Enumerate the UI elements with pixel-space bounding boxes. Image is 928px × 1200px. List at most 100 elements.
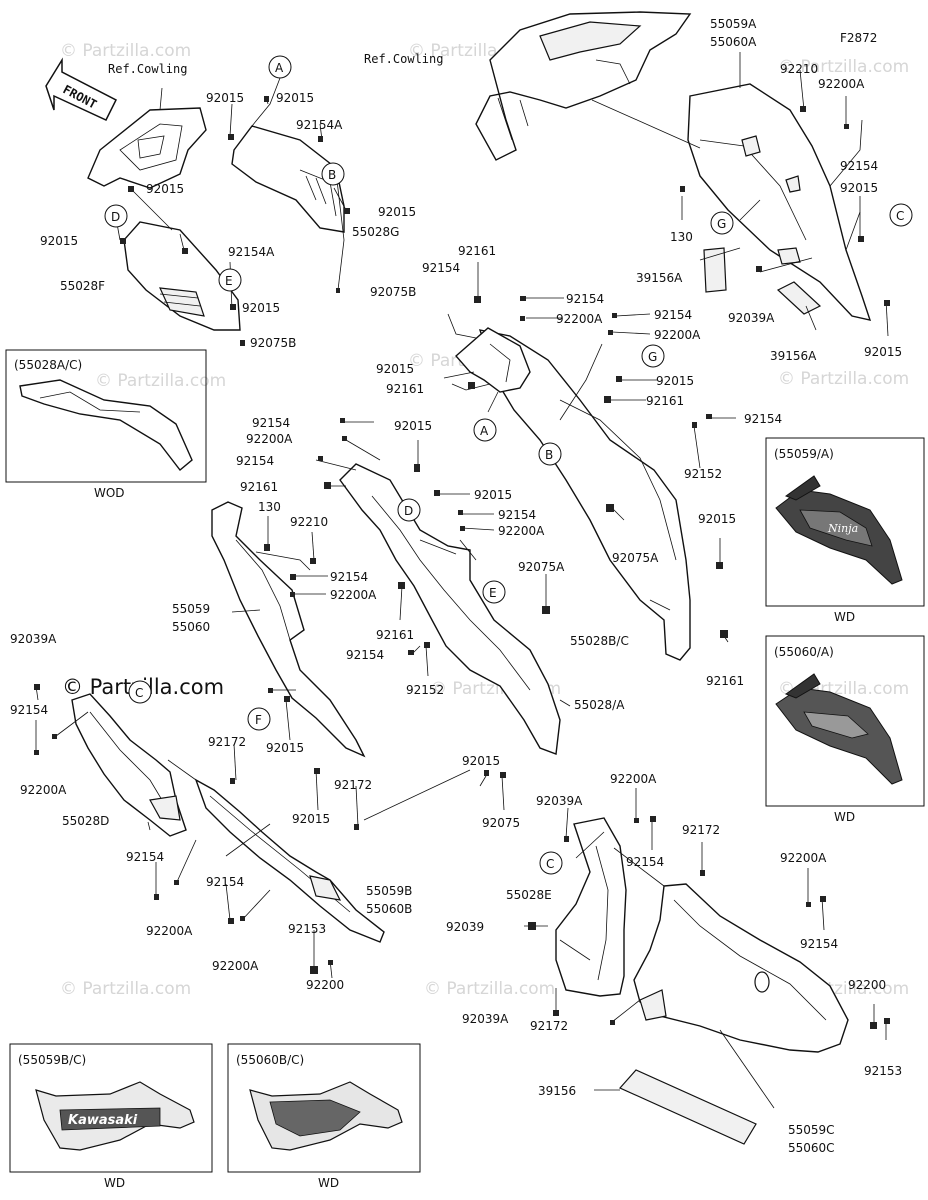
leader xyxy=(159,87,163,111)
watermark: © Partzilla.com xyxy=(60,41,191,61)
part-label: 92154 xyxy=(236,454,274,468)
part-label: 92172 xyxy=(208,735,246,749)
part-label: 92039A xyxy=(728,311,775,325)
part-label: 92154 xyxy=(206,875,244,889)
part-label: 92154 xyxy=(346,648,384,662)
part-label: 92154 xyxy=(330,570,368,584)
part-label: 92152 xyxy=(684,467,722,481)
part-label: 92152 xyxy=(406,683,444,697)
callout-d-mid: D xyxy=(397,498,421,522)
part-label: 92210 xyxy=(780,62,818,76)
inset-55059bc: (55059B/C) Kawasaki WD xyxy=(9,1043,213,1190)
side-fairing-upper-right xyxy=(687,83,872,321)
svg-text:WOD: WOD xyxy=(94,486,125,500)
svg-text:C: C xyxy=(896,209,904,223)
part-label: 92172 xyxy=(682,823,720,837)
part-label: 92075 xyxy=(482,816,520,830)
part-label: 92039A xyxy=(462,1012,509,1026)
watermark: © Partzilla.com xyxy=(95,371,226,391)
part-label: 92075A xyxy=(612,551,659,565)
part-label: 92015 xyxy=(840,181,878,195)
part-label: 92015 xyxy=(146,182,184,196)
part-label: 92015 xyxy=(378,205,416,219)
svg-text:C: C xyxy=(546,857,554,871)
part-label: 92154 xyxy=(10,703,48,717)
front-arrow: FRONT xyxy=(45,57,118,121)
callout-g-top: G xyxy=(710,211,734,235)
svg-text:A: A xyxy=(275,61,284,75)
part-label: 39156 xyxy=(538,1084,576,1098)
part-label: 92161 xyxy=(646,394,684,408)
part-label: 92154 xyxy=(840,159,878,173)
lower-fairing-55059c xyxy=(633,883,849,1053)
part-label: 92200A xyxy=(330,588,377,602)
part-label: 130 xyxy=(670,230,693,244)
bolts-side-fairing xyxy=(230,544,359,830)
part-label: 92015 xyxy=(698,512,736,526)
bolts-top-left xyxy=(120,96,350,346)
leaders-lower-left xyxy=(35,685,471,979)
part-label: 55060B xyxy=(366,902,412,916)
part-label: 92172 xyxy=(530,1019,568,1033)
part-label: 92039A xyxy=(10,632,57,646)
part-label: 39156A xyxy=(636,271,683,285)
part-label: 92154 xyxy=(800,937,838,951)
part-label: 55028/A xyxy=(574,698,625,712)
bolts-center xyxy=(318,418,550,778)
svg-text:A: A xyxy=(480,424,489,438)
part-label: 92154 xyxy=(126,850,164,864)
callout-f: F xyxy=(247,707,271,731)
callout-a-mid: A xyxy=(473,418,497,442)
leaders-center-top xyxy=(443,262,736,643)
part-label: 92200A xyxy=(498,524,545,538)
leaders-side-fairing xyxy=(231,516,359,827)
inset-55059a: (55059/A) Ninja WD xyxy=(765,437,925,624)
part-label: 39156A xyxy=(770,349,817,363)
part-label: 92200A xyxy=(556,312,603,326)
part-label: 55060C xyxy=(788,1141,835,1155)
svg-text:F: F xyxy=(255,713,262,727)
part-label: 92015 xyxy=(266,741,304,755)
part-label: 92015 xyxy=(276,91,314,105)
part-label: 92075A xyxy=(518,560,565,574)
callout-b-top: B xyxy=(321,162,345,186)
part-label: 92154 xyxy=(422,261,460,275)
part-label: 92015 xyxy=(292,812,330,826)
left-upper-bracket xyxy=(87,107,207,189)
svg-text:B: B xyxy=(328,168,336,182)
svg-text:WD: WD xyxy=(834,810,855,824)
svg-text:WD: WD xyxy=(834,610,855,624)
part-label: 92172 xyxy=(334,778,372,792)
part-label: 92075B xyxy=(250,336,296,350)
side-fairing-55059 xyxy=(211,501,366,758)
part-label: 55059B xyxy=(366,884,412,898)
svg-text:D: D xyxy=(111,210,120,224)
part-label: 92153 xyxy=(288,922,326,936)
svg-text:Kawasaki: Kawasaki xyxy=(68,1113,138,1128)
ref-cowling-right: Ref.Cowling xyxy=(364,52,443,66)
bolts-top-right xyxy=(680,106,890,306)
part-label: 55060A xyxy=(710,35,757,49)
part-label: 92161 xyxy=(386,382,424,396)
watermark: © Partzilla.com xyxy=(778,57,909,77)
ref-cowling-left: Ref.Cowling xyxy=(108,62,187,76)
inner-panel-55028a xyxy=(339,463,561,755)
part-label: 92154A xyxy=(228,245,275,259)
part-label: 92153 xyxy=(864,1064,902,1078)
callout-e-mid: E xyxy=(482,580,506,604)
part-label: 92015 xyxy=(656,374,694,388)
svg-text:(55028A/C): (55028A/C) xyxy=(14,358,82,372)
part-label: 92161 xyxy=(376,628,414,642)
callout-g-mid: G xyxy=(641,344,665,368)
svg-text:G: G xyxy=(648,350,657,364)
part-label: 55028G xyxy=(352,225,399,239)
svg-text:E: E xyxy=(489,586,497,600)
svg-text:(55059B/C): (55059B/C) xyxy=(18,1053,86,1067)
part-label: 92015 xyxy=(40,234,78,248)
part-label: 92154 xyxy=(566,292,604,306)
part-label: 55059A xyxy=(710,17,757,31)
svg-text:C: C xyxy=(135,686,143,700)
part-label: 92015 xyxy=(242,301,280,315)
svg-text:E: E xyxy=(225,274,233,288)
part-label: 92075B xyxy=(370,285,416,299)
